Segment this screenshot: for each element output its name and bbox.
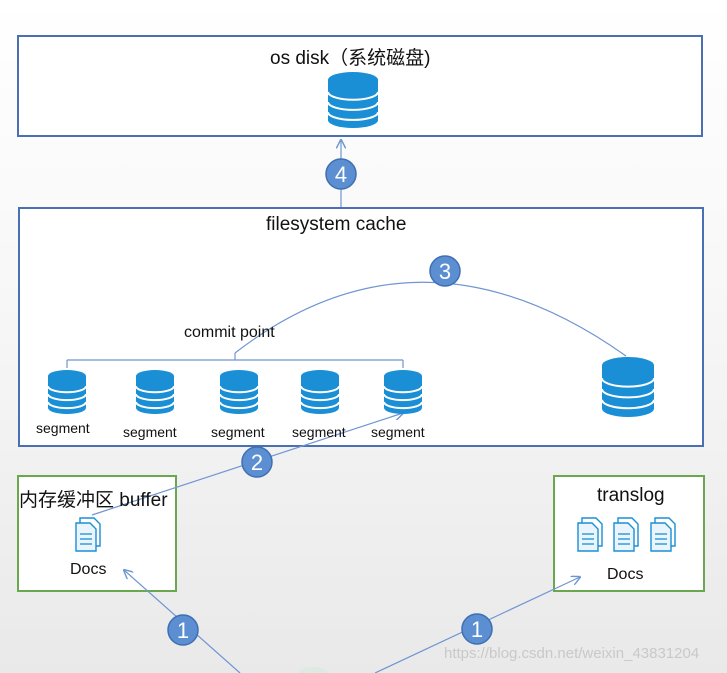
step-marker: 1 (461, 613, 493, 645)
os-disk-title: os disk（系统磁盘) (270, 48, 431, 69)
step-marker: 4 (325, 158, 357, 190)
segment-label: segment (36, 420, 90, 436)
step-number: 1 (471, 617, 483, 642)
committed-database-icon (601, 357, 655, 417)
watermark: https://blog.csdn.net/weixin_43831204 (444, 645, 700, 662)
filesystem-cache-title: filesystem cache (266, 214, 407, 235)
segment-database-icon (135, 370, 175, 414)
translog-doc-icon (613, 517, 639, 552)
segment-database-icon (300, 370, 340, 414)
step-number: 3 (439, 259, 451, 284)
step-marker: 1 (167, 614, 199, 646)
translog-doc-icon (577, 517, 603, 552)
segment-database-icon (383, 370, 423, 414)
buffer-title: 内存缓冲区 buffer (19, 490, 168, 511)
buffer-docs-icon (75, 517, 101, 552)
filesystem-cache-box (18, 207, 704, 447)
segment-label: segment (292, 424, 346, 440)
buffer-docs-label: Docs (70, 561, 107, 578)
step-number: 2 (251, 450, 263, 475)
commit-point-bracket (66, 353, 404, 368)
segment-database-icon (219, 370, 259, 414)
translog-title: translog (597, 485, 665, 506)
commit-point-label: commit point (184, 324, 275, 341)
translog-doc-icon (650, 517, 676, 552)
step-marker: 2 (241, 446, 273, 478)
translog-docs-label: Docs (607, 566, 644, 583)
step-number: 1 (177, 618, 189, 643)
step-marker: 3 (429, 255, 461, 287)
segment-label: segment (211, 424, 265, 440)
segment-label: segment (371, 424, 425, 440)
step-number: 4 (335, 162, 347, 187)
commit-arc (234, 281, 627, 357)
os-disk-database-icon (327, 72, 379, 128)
segment-database-icon (47, 370, 87, 414)
segment-label: segment (123, 424, 177, 440)
